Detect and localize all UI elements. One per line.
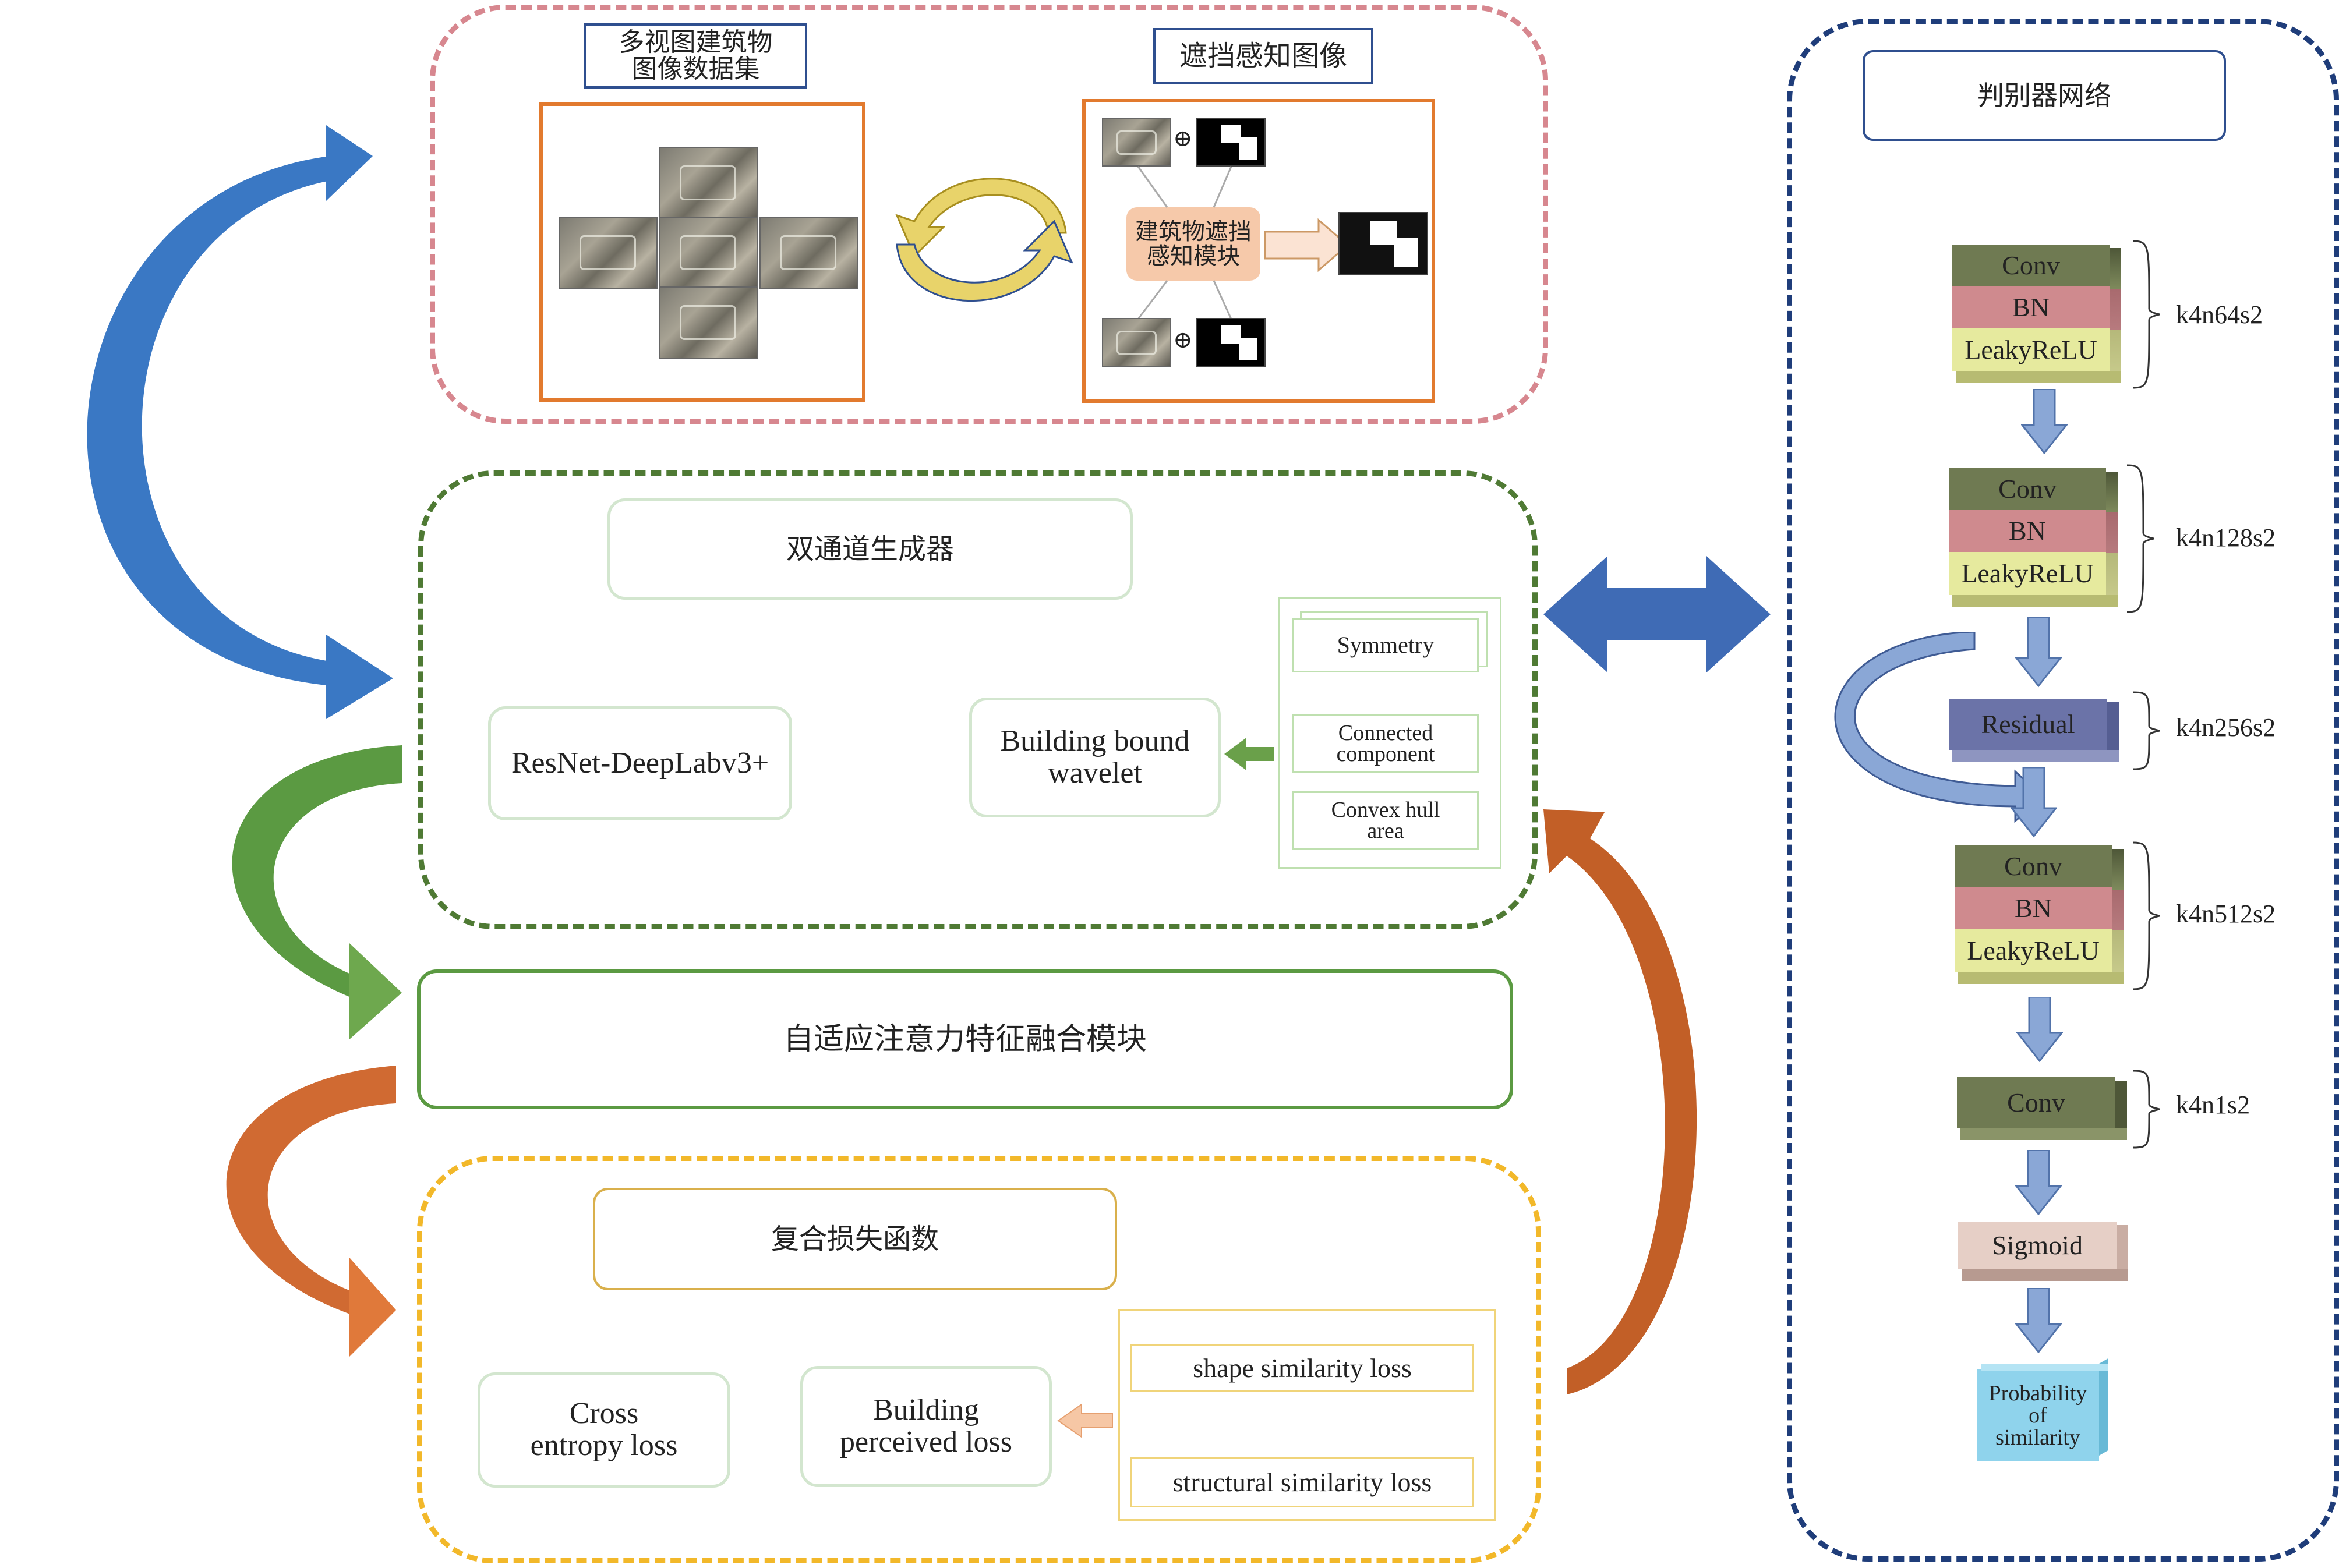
building-photo-top	[659, 147, 758, 219]
layer-label-2: k4n128s2	[2176, 523, 2276, 552]
bn-2: BN	[1949, 510, 2106, 552]
green-left-arrow	[1224, 738, 1274, 770]
green-curved-arrow	[232, 745, 402, 1001]
dual-channel-generator	[418, 470, 1538, 929]
building-photo-left	[559, 217, 658, 289]
generator-title: 双通道生成器	[607, 498, 1133, 600]
building-photo-bottom	[659, 286, 758, 359]
layer-block-2: Conv BN LeakyReLU	[1949, 468, 2118, 608]
layer-label-1: k4n64s2	[2176, 300, 2263, 329]
shape-similarity-box: shape similarity loss	[1130, 1344, 1474, 1392]
image-input-module	[430, 5, 1548, 424]
dataset-title: 多视图建筑物 图像数据集	[584, 23, 807, 89]
occlusion-mask-bottom	[1196, 318, 1266, 367]
similarity-stack: shape similarity loss structural similar…	[1118, 1309, 1496, 1521]
plus-symbol-top: ⊕	[1173, 125, 1193, 151]
convex-hull-box: Convex hull area	[1292, 791, 1479, 850]
down-arrow-1	[2021, 389, 2068, 454]
result-mask	[1338, 212, 1428, 275]
connected-component-box: Connected component	[1292, 714, 1479, 773]
building-photo-right	[759, 217, 858, 289]
bidirectional-arrow	[1543, 556, 1771, 672]
composite-loss-module	[417, 1156, 1541, 1563]
probability-block: Probability of similarity	[1977, 1358, 2111, 1463]
down-arrow-3	[2011, 767, 2057, 838]
attention-fusion-module: 自适应注意力特征融合模块	[417, 969, 1513, 1109]
conv-final: Conv	[1957, 1077, 2115, 1128]
left-flow-arrows	[87, 125, 402, 1357]
probability-label: Probability of similarity	[1977, 1369, 2099, 1461]
layer-label-3: k4n256s2	[2176, 713, 2276, 742]
orange-feedback-arrow	[1543, 809, 1697, 1394]
down-arrow-6	[2015, 1288, 2062, 1353]
leaky-1: LeakyReLU	[1952, 328, 2110, 371]
resnet-box: ResNet-DeepLabv3+	[488, 706, 792, 820]
occlusion-title: 遮挡感知图像	[1153, 28, 1373, 84]
occlusion-photo-top	[1102, 118, 1171, 167]
orange-curved-arrow	[226, 1066, 396, 1316]
cross-entropy-box: Cross entropy loss	[478, 1372, 730, 1488]
occlusion-module-box: 建筑物遮挡 感知模块	[1126, 207, 1260, 281]
discriminator-title: 判别器网络	[1863, 50, 2226, 141]
building-photo-center	[659, 217, 758, 289]
loss-title: 复合损失函数	[593, 1188, 1117, 1290]
conv-1: Conv	[1952, 245, 2110, 286]
layer-label-5: k4n1s2	[2176, 1091, 2250, 1119]
occlusion-image-panel: ⊕ 建筑物遮挡 感知模块 ⊕	[1082, 99, 1435, 403]
blue-curved-arrow	[87, 154, 349, 687]
leaky-2: LeakyReLU	[1949, 552, 2106, 595]
cycle-arrows	[895, 178, 1073, 302]
down-arrow-5	[2015, 1150, 2062, 1215]
layer-label-4: k4n512s2	[2176, 900, 2276, 928]
conv-3: Conv	[1955, 845, 2112, 887]
down-arrow-4	[2016, 997, 2063, 1062]
discriminator-network	[1787, 19, 2339, 1562]
building-bound-box: Building bound wavelet	[969, 698, 1221, 817]
layer-block-3: Conv BN LeakyReLU	[1955, 845, 2124, 985]
occlusion-photo-bottom	[1102, 318, 1171, 367]
orange-left-arrow	[1057, 1403, 1113, 1438]
sigmoid-block: Sigmoid	[1958, 1222, 2128, 1282]
feature-stack: Symmetry Connected component Convex hull…	[1278, 597, 1501, 869]
conv-2: Conv	[1949, 468, 2106, 510]
plus-symbol-bottom: ⊕	[1173, 327, 1193, 353]
down-arrow-2	[2015, 617, 2062, 688]
residual-block: Residual	[1949, 699, 2119, 763]
perceived-loss-box: Building perceived loss	[800, 1366, 1052, 1487]
leaky-3: LeakyReLU	[1955, 929, 2112, 972]
occlusion-mask-top	[1196, 118, 1266, 167]
structural-similarity-box: structural similarity loss	[1130, 1457, 1474, 1507]
bn-1: BN	[1952, 286, 2110, 328]
layer-block-1: Conv BN LeakyReLU	[1952, 245, 2121, 384]
residual-label: Residual	[1949, 699, 2107, 750]
bn-3: BN	[1955, 887, 2112, 929]
dataset-image-panel	[539, 102, 865, 402]
symmetry-box: Symmetry	[1292, 618, 1479, 672]
final-conv-block: Conv	[1957, 1077, 2127, 1141]
sigmoid-label: Sigmoid	[1958, 1222, 2117, 1269]
